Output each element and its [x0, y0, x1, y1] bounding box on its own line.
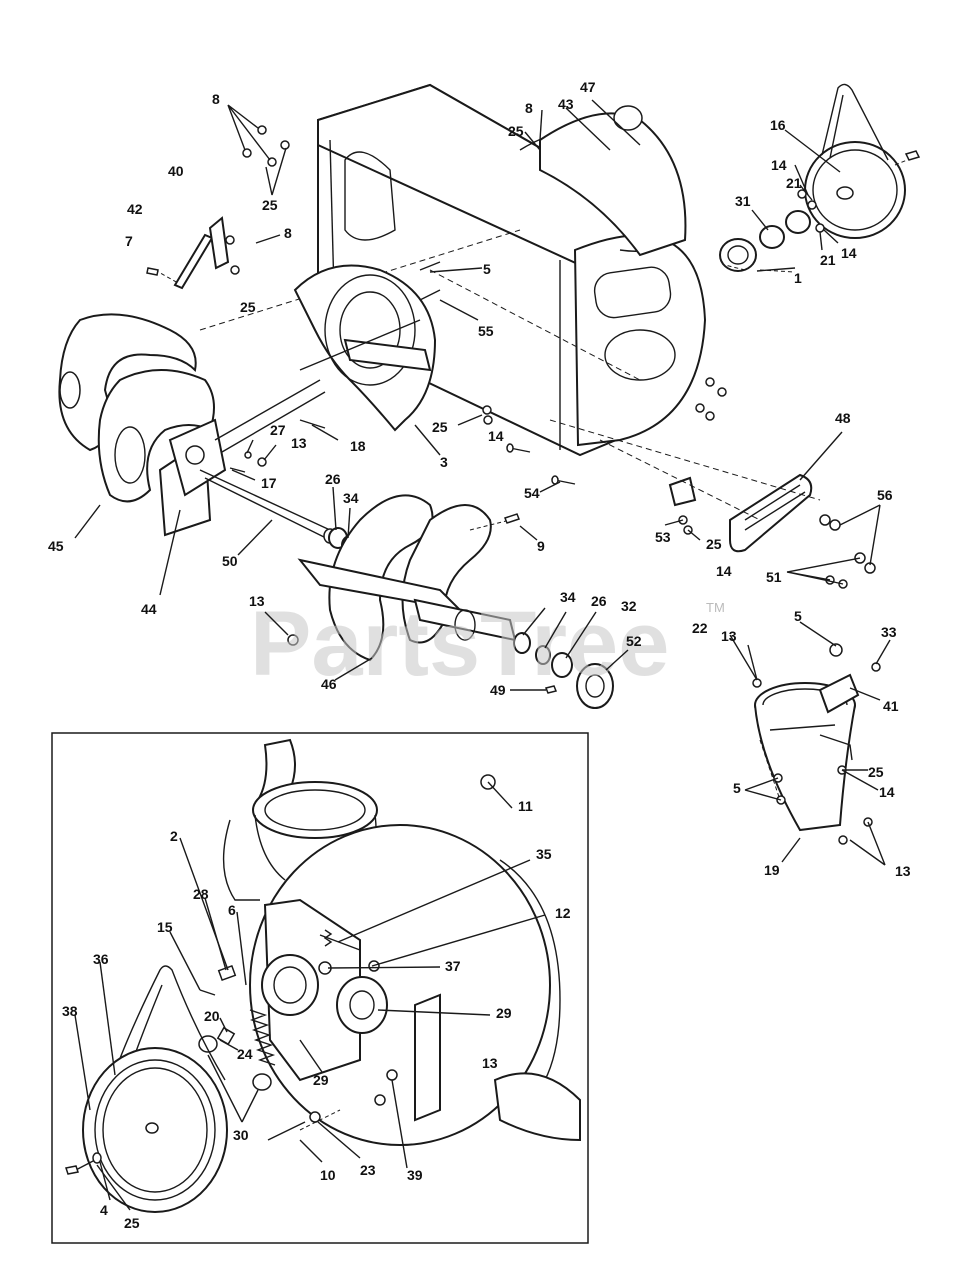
callout-9: 9: [537, 538, 545, 554]
callout-35: 35: [536, 846, 552, 862]
shear-pins: [419, 261, 576, 485]
callout-34: 34: [343, 490, 359, 506]
callout-12: 12: [555, 905, 571, 921]
callout-29: 29: [496, 1005, 512, 1021]
callout-53: 53: [655, 529, 671, 545]
callout-17: 17: [261, 475, 277, 491]
leader-lines: [74, 99, 891, 1211]
auger-left: [58, 313, 215, 537]
auger-center: [293, 264, 437, 432]
callout-50: 50: [222, 553, 238, 569]
callout-11: 11: [518, 798, 533, 814]
callout-13: 13: [482, 1055, 498, 1071]
callout-25: 25: [706, 536, 722, 552]
inset-detail: [51, 732, 589, 1244]
callout-31: 31: [735, 193, 751, 209]
callout-54: 54: [524, 485, 540, 501]
callout-28: 28: [193, 886, 209, 902]
callout-25: 25: [868, 764, 884, 780]
callout-20: 20: [204, 1008, 220, 1024]
callout-13: 13: [291, 435, 307, 451]
watermark: PartsTree: [250, 593, 669, 695]
callout-25: 25: [432, 419, 448, 435]
callout-25: 25: [262, 197, 278, 213]
callout-18: 18: [350, 438, 366, 454]
callout-8: 8: [525, 100, 533, 116]
callout-52: 52: [626, 633, 642, 649]
callout-44: 44: [141, 601, 157, 617]
watermark-trademark: TM: [706, 600, 725, 615]
callout-14: 14: [771, 157, 787, 173]
callout-8: 8: [284, 225, 292, 241]
callout-14: 14: [716, 563, 732, 579]
chute-assembly: [752, 643, 881, 845]
bracket-assembly-left: [146, 125, 290, 290]
callout-15: 15: [157, 919, 173, 935]
callout-42: 42: [127, 201, 143, 217]
callout-51: 51: [766, 569, 782, 585]
callout-4: 4: [100, 1202, 108, 1218]
callout-7: 7: [125, 233, 133, 249]
callout-34: 34: [560, 589, 576, 605]
callout-13: 13: [895, 863, 911, 879]
callout-49: 49: [490, 682, 506, 698]
callout-10: 10: [320, 1167, 336, 1183]
callout-21: 21: [786, 175, 802, 191]
callout-48: 48: [835, 410, 851, 426]
callout-56: 56: [877, 487, 893, 503]
callout-38: 38: [62, 1003, 78, 1019]
callout-25: 25: [240, 299, 256, 315]
callout-13: 13: [249, 593, 265, 609]
callout-8: 8: [212, 91, 220, 107]
bearing-assembly-right: [719, 189, 825, 273]
callout-16: 16: [770, 117, 786, 133]
callout-36: 36: [93, 951, 109, 967]
callout-29: 29: [313, 1072, 329, 1088]
callout-40: 40: [168, 163, 184, 179]
callout-25: 25: [124, 1215, 140, 1231]
callout-5: 5: [794, 608, 802, 624]
callout-14: 14: [879, 784, 895, 800]
callout-labels: 8 40 25 42 8 7 25 47 8 43 25 5 55 16 14 …: [48, 79, 911, 1231]
callout-22: 22: [692, 620, 708, 636]
callout-30: 30: [233, 1127, 249, 1143]
callout-1: 1: [794, 270, 802, 286]
gearbox: [168, 379, 326, 497]
callout-46: 46: [321, 676, 337, 692]
callout-19: 19: [764, 862, 780, 878]
callout-24: 24: [237, 1046, 253, 1062]
callout-2: 2: [170, 828, 178, 844]
auger-right: [297, 494, 520, 662]
callout-3: 3: [440, 454, 448, 470]
callout-14: 14: [841, 245, 857, 261]
callout-5: 5: [483, 261, 491, 277]
belt-cover: [729, 473, 813, 553]
callout-55: 55: [478, 323, 494, 339]
callout-43: 43: [558, 96, 574, 112]
callout-32: 32: [621, 598, 637, 614]
callout-41: 41: [883, 698, 899, 714]
callout-45: 45: [48, 538, 64, 554]
callout-47: 47: [580, 79, 596, 95]
callout-13: 13: [721, 628, 737, 644]
auger-pulley-belt: [804, 83, 921, 239]
bearing-set-right: [513, 632, 614, 709]
callout-14: 14: [488, 428, 504, 444]
callout-25: 25: [508, 123, 524, 139]
callout-39: 39: [407, 1167, 423, 1183]
callout-23: 23: [360, 1162, 376, 1178]
callout-6: 6: [228, 902, 236, 918]
callout-37: 37: [445, 958, 461, 974]
callout-5: 5: [733, 780, 741, 796]
callout-26: 26: [591, 593, 607, 609]
callout-27: 27: [270, 422, 286, 438]
impeller-housing: [539, 105, 687, 257]
callout-21: 21: [820, 252, 836, 268]
callout-26: 26: [325, 471, 341, 487]
callout-33: 33: [881, 624, 897, 640]
